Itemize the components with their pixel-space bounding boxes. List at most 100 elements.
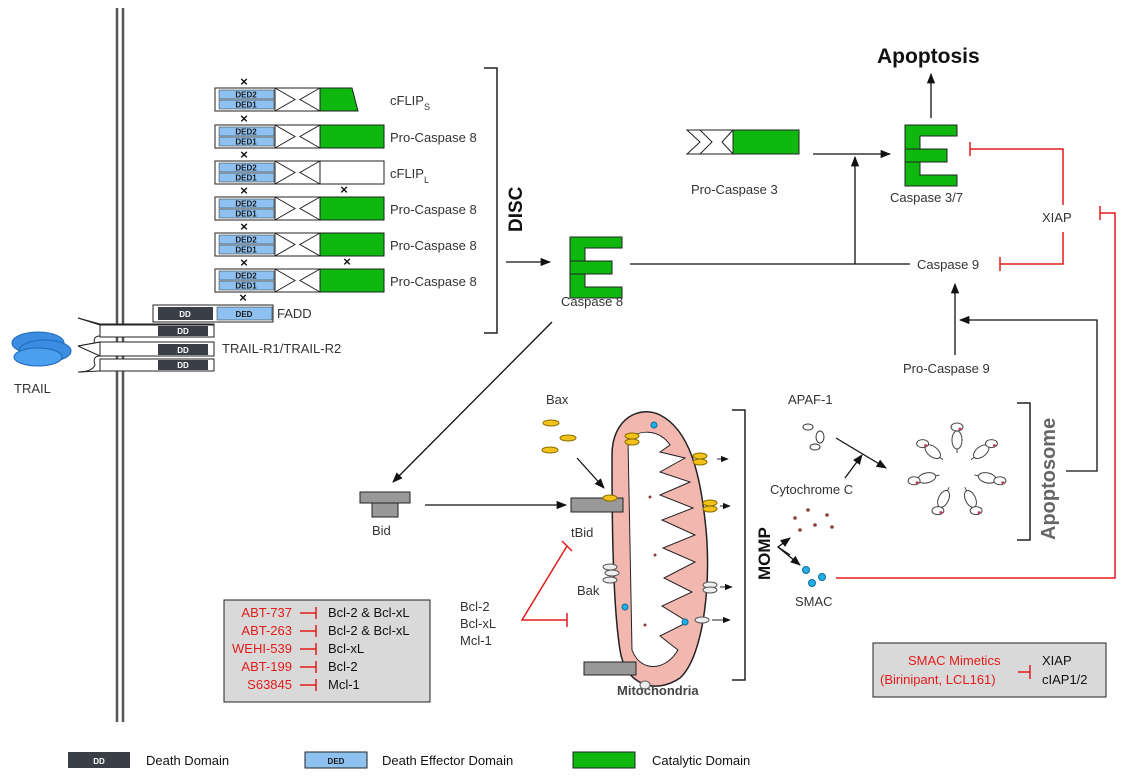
apoptosome-bracket: Apoptosome xyxy=(1017,403,1060,540)
cleavage-mark: × xyxy=(343,254,351,269)
caspase37: Caspase 3/7 xyxy=(890,125,963,205)
apaf1-arrow xyxy=(836,438,886,468)
disc-member-label: Pro-Caspase 8 xyxy=(390,238,477,253)
momp-label: MOMP xyxy=(755,527,774,580)
antiapoptotic-label-3: Mcl-1 xyxy=(460,633,492,648)
bh3-target-label: Bcl-2 xyxy=(328,659,358,674)
antiapoptotic-group: Bcl-2 Bcl-xL Mcl-1 xyxy=(460,541,572,648)
disc-member-label: cFLIPL xyxy=(390,166,429,185)
antiapoptotic-label-2: Bcl-xL xyxy=(460,616,496,631)
legend-catalytic-domain: Catalytic Domain xyxy=(652,753,750,768)
caspase8-label: Caspase 8 xyxy=(561,294,623,309)
disc-member-label: Pro-Caspase 8 xyxy=(390,274,477,289)
apoptosome xyxy=(908,423,1006,515)
legend-death-effector-domain: Death Effector Domain xyxy=(382,753,513,768)
trail-label: TRAIL xyxy=(14,381,51,396)
bh3-target-label: Bcl-xL xyxy=(328,641,364,656)
apaf1: APAF-1 xyxy=(788,392,833,450)
ded1-label: DED1 xyxy=(235,246,257,255)
smac-target-ciap: cIAP1/2 xyxy=(1042,672,1088,687)
apaf1-subunit xyxy=(962,489,979,510)
cleavage-mark: × xyxy=(240,183,248,198)
ded1-label: DED1 xyxy=(235,210,257,219)
bh3-drug-label: ABT-737 xyxy=(241,605,292,620)
disc-bracket: DISC xyxy=(484,68,527,333)
bh3-drug-label: WEHI-539 xyxy=(232,641,292,656)
caspase37-label: Caspase 3/7 xyxy=(890,190,963,205)
ded2-label: DED2 xyxy=(235,272,257,281)
cleavage-mark: × xyxy=(240,255,248,270)
bax: Bax xyxy=(542,392,576,453)
apaf1-subunit xyxy=(935,489,952,510)
smac-target-xiap: XIAP xyxy=(1042,653,1072,668)
cleavage-mark: × xyxy=(240,111,248,126)
cleavage-mark: × xyxy=(340,182,348,197)
disc-member-label: Pro-Caspase 8 xyxy=(390,202,477,217)
caspase8: Caspase 8 xyxy=(561,237,623,309)
bh3-drug-label: S63845 xyxy=(247,677,292,692)
mitochondrion: Mitochondria tBid xyxy=(571,412,732,698)
ded2-label: DED2 xyxy=(235,236,257,245)
bh3-drug-label: ABT-199 xyxy=(241,659,292,674)
cleavage-mark: × xyxy=(239,290,247,305)
apoptosis-title: Apoptosis xyxy=(877,45,980,68)
bax-arrow xyxy=(577,458,604,488)
bh3-target-label: Bcl-2 & Bcl-xL xyxy=(328,605,410,620)
ded2-label: DED2 xyxy=(235,200,257,209)
xiap-inhibition xyxy=(970,142,1063,271)
apaf1-label: APAF-1 xyxy=(788,392,833,407)
bak-label: Bak xyxy=(577,583,600,598)
cytochrome-c: Cytochrome C xyxy=(770,482,853,532)
smac-label: SMAC xyxy=(795,594,833,609)
dd-label: DD xyxy=(177,361,189,370)
procaspase9-label: Pro-Caspase 9 xyxy=(903,361,990,376)
cleavage-mark: × xyxy=(240,219,248,234)
legend-ded-swatch: DED xyxy=(328,757,345,766)
procaspase3-label: Pro-Caspase 3 xyxy=(691,182,778,197)
legend-dd-swatch: DD xyxy=(93,757,105,766)
ded2-label: DED2 xyxy=(235,91,257,100)
legend-death-domain: Death Domain xyxy=(146,753,229,768)
dd-label: DD xyxy=(179,310,191,319)
antiapoptotic-label-1: Bcl-2 xyxy=(460,599,490,614)
smac-mimetics-examples: (Birinipant, LCL161) xyxy=(880,672,996,687)
cytc-arrow xyxy=(845,455,862,478)
smac: SMAC xyxy=(795,567,833,610)
caspase8-to-bid-arrow xyxy=(393,322,552,482)
disc-label: DISC xyxy=(506,186,527,232)
bid-label: Bid xyxy=(372,523,391,538)
disc-member-label: cFLIPS xyxy=(390,93,430,112)
ded-label: DED xyxy=(236,310,253,319)
apaf1-subunit xyxy=(952,431,962,449)
bh3-drug-label: ABT-263 xyxy=(241,623,292,638)
bid: Bid xyxy=(360,492,410,538)
fadd: DD DED FADD xyxy=(153,305,312,322)
ded1-label: DED1 xyxy=(235,138,257,147)
procaspase3: Pro-Caspase 3 xyxy=(687,130,799,197)
smac-mimetics-box: SMAC Mimetics (Birinipant, LCL161) XIAP … xyxy=(873,643,1106,697)
mitochondria-label: Mitochondria xyxy=(617,683,699,698)
apoptosome-label: Apoptosome xyxy=(1038,418,1060,540)
trail-ligand: TRAIL xyxy=(12,332,71,396)
ded2-label: DED2 xyxy=(235,128,257,137)
xiap-label: XIAP xyxy=(1042,210,1072,225)
bh3-target-label: Bcl-2 & Bcl-xL xyxy=(328,623,410,638)
cytochrome-c-label: Cytochrome C xyxy=(770,482,853,497)
tbid-label: tBid xyxy=(571,525,593,540)
fadd-label: FADD xyxy=(277,306,312,321)
cleavage-mark: × xyxy=(240,74,248,89)
bh3-target-label: Mcl-1 xyxy=(328,677,360,692)
trail-receptors: DD DD DD TRAIL-R1/TRAIL-R2 xyxy=(78,318,341,378)
bax-label: Bax xyxy=(546,392,569,407)
disc-member-label: Pro-Caspase 8 xyxy=(390,130,477,145)
momp-bracket: MOMP xyxy=(732,410,774,680)
ded1-label: DED1 xyxy=(235,174,257,183)
cleavage-mark: × xyxy=(240,147,248,162)
legend: DD Death Domain DED Death Effector Domai… xyxy=(68,752,750,768)
